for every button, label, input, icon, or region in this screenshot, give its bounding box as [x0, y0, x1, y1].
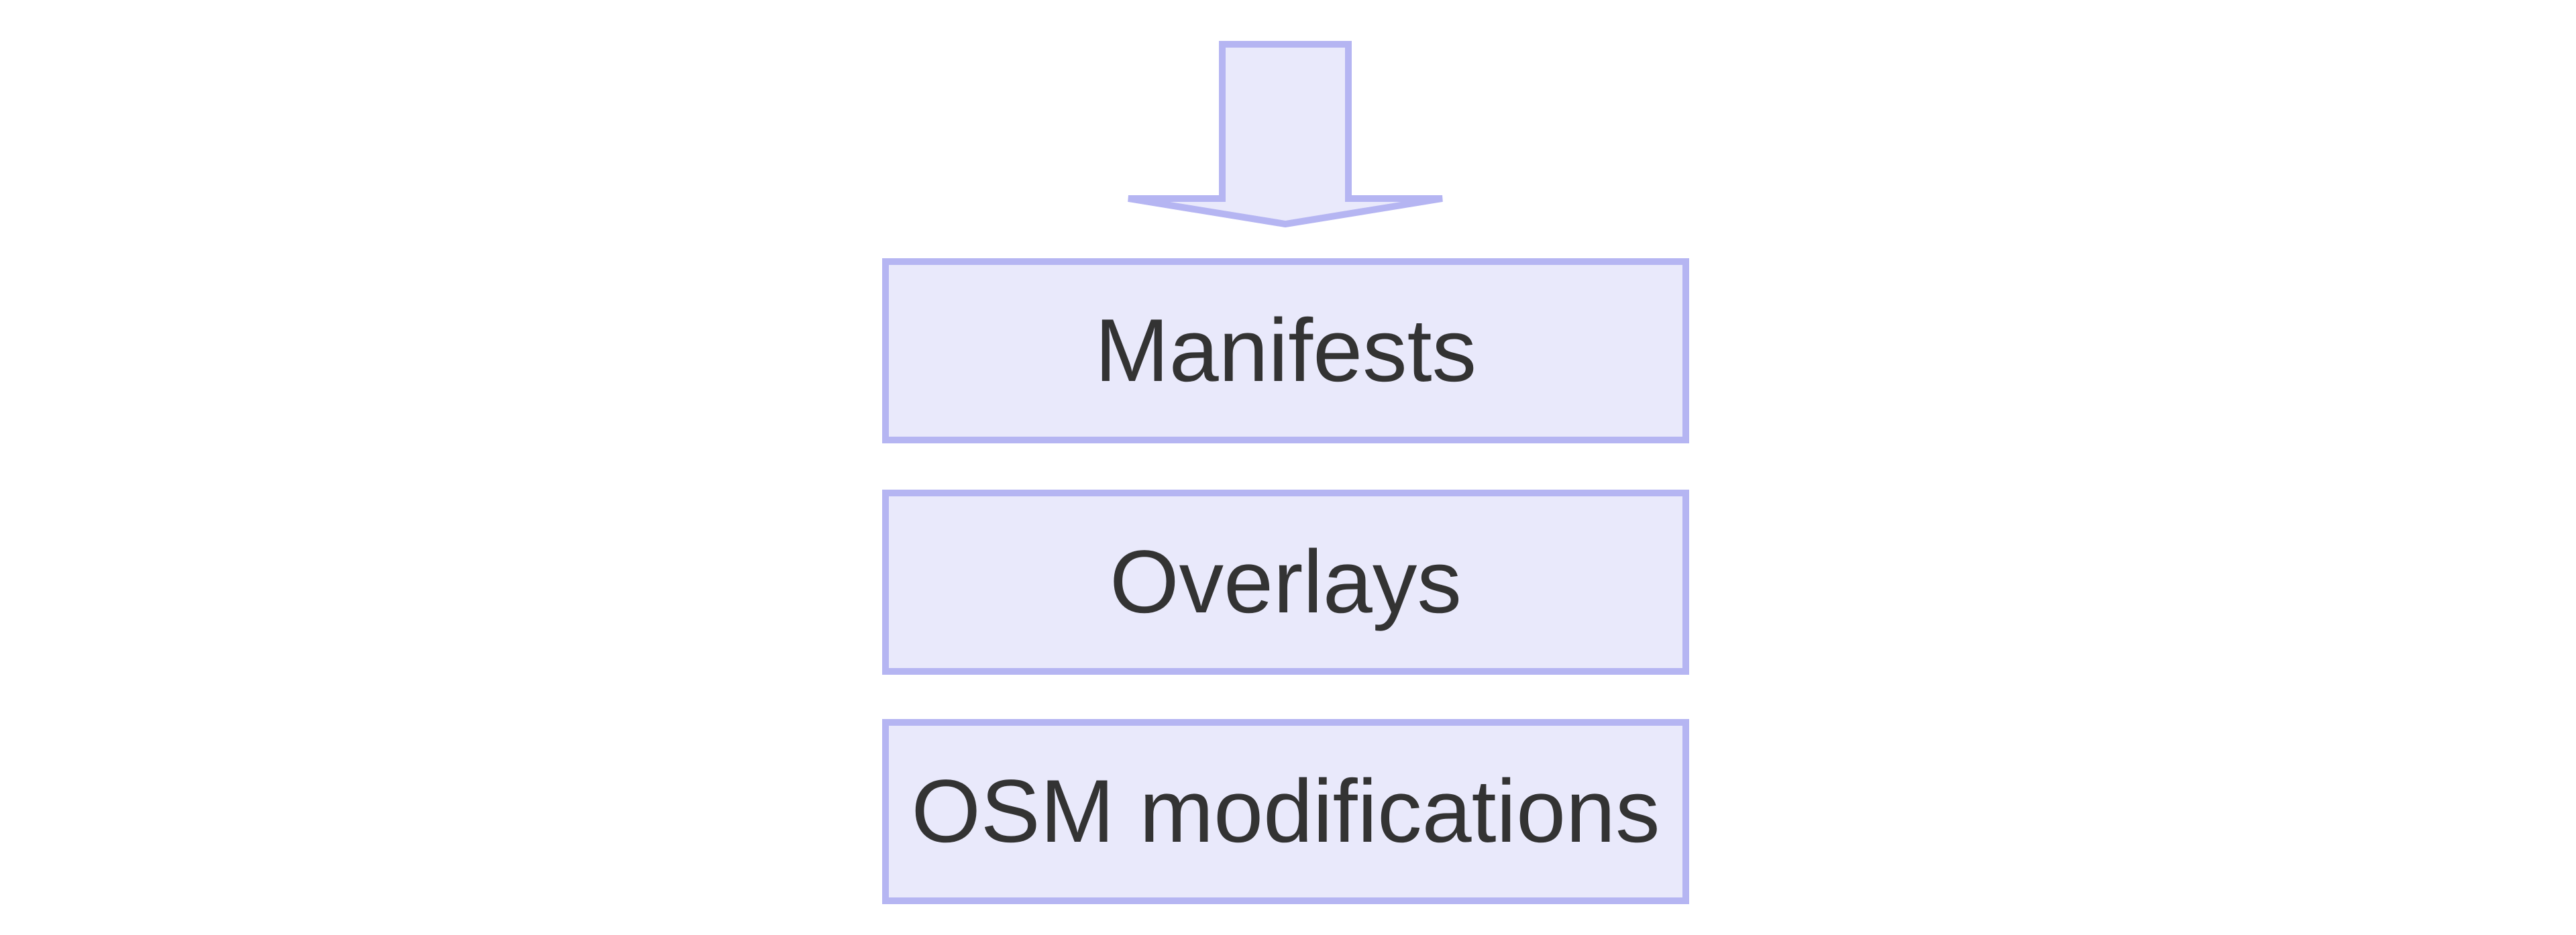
node-manifests: Manifests	[882, 258, 1689, 443]
node-manifests-label: Manifests	[1094, 300, 1477, 400]
node-overlays-label: Overlays	[1110, 532, 1462, 632]
node-osm-modifications-label: OSM modifications	[911, 761, 1660, 861]
node-osm-modifications: OSM modifications	[882, 719, 1689, 904]
node-overlays: Overlays	[882, 490, 1689, 675]
